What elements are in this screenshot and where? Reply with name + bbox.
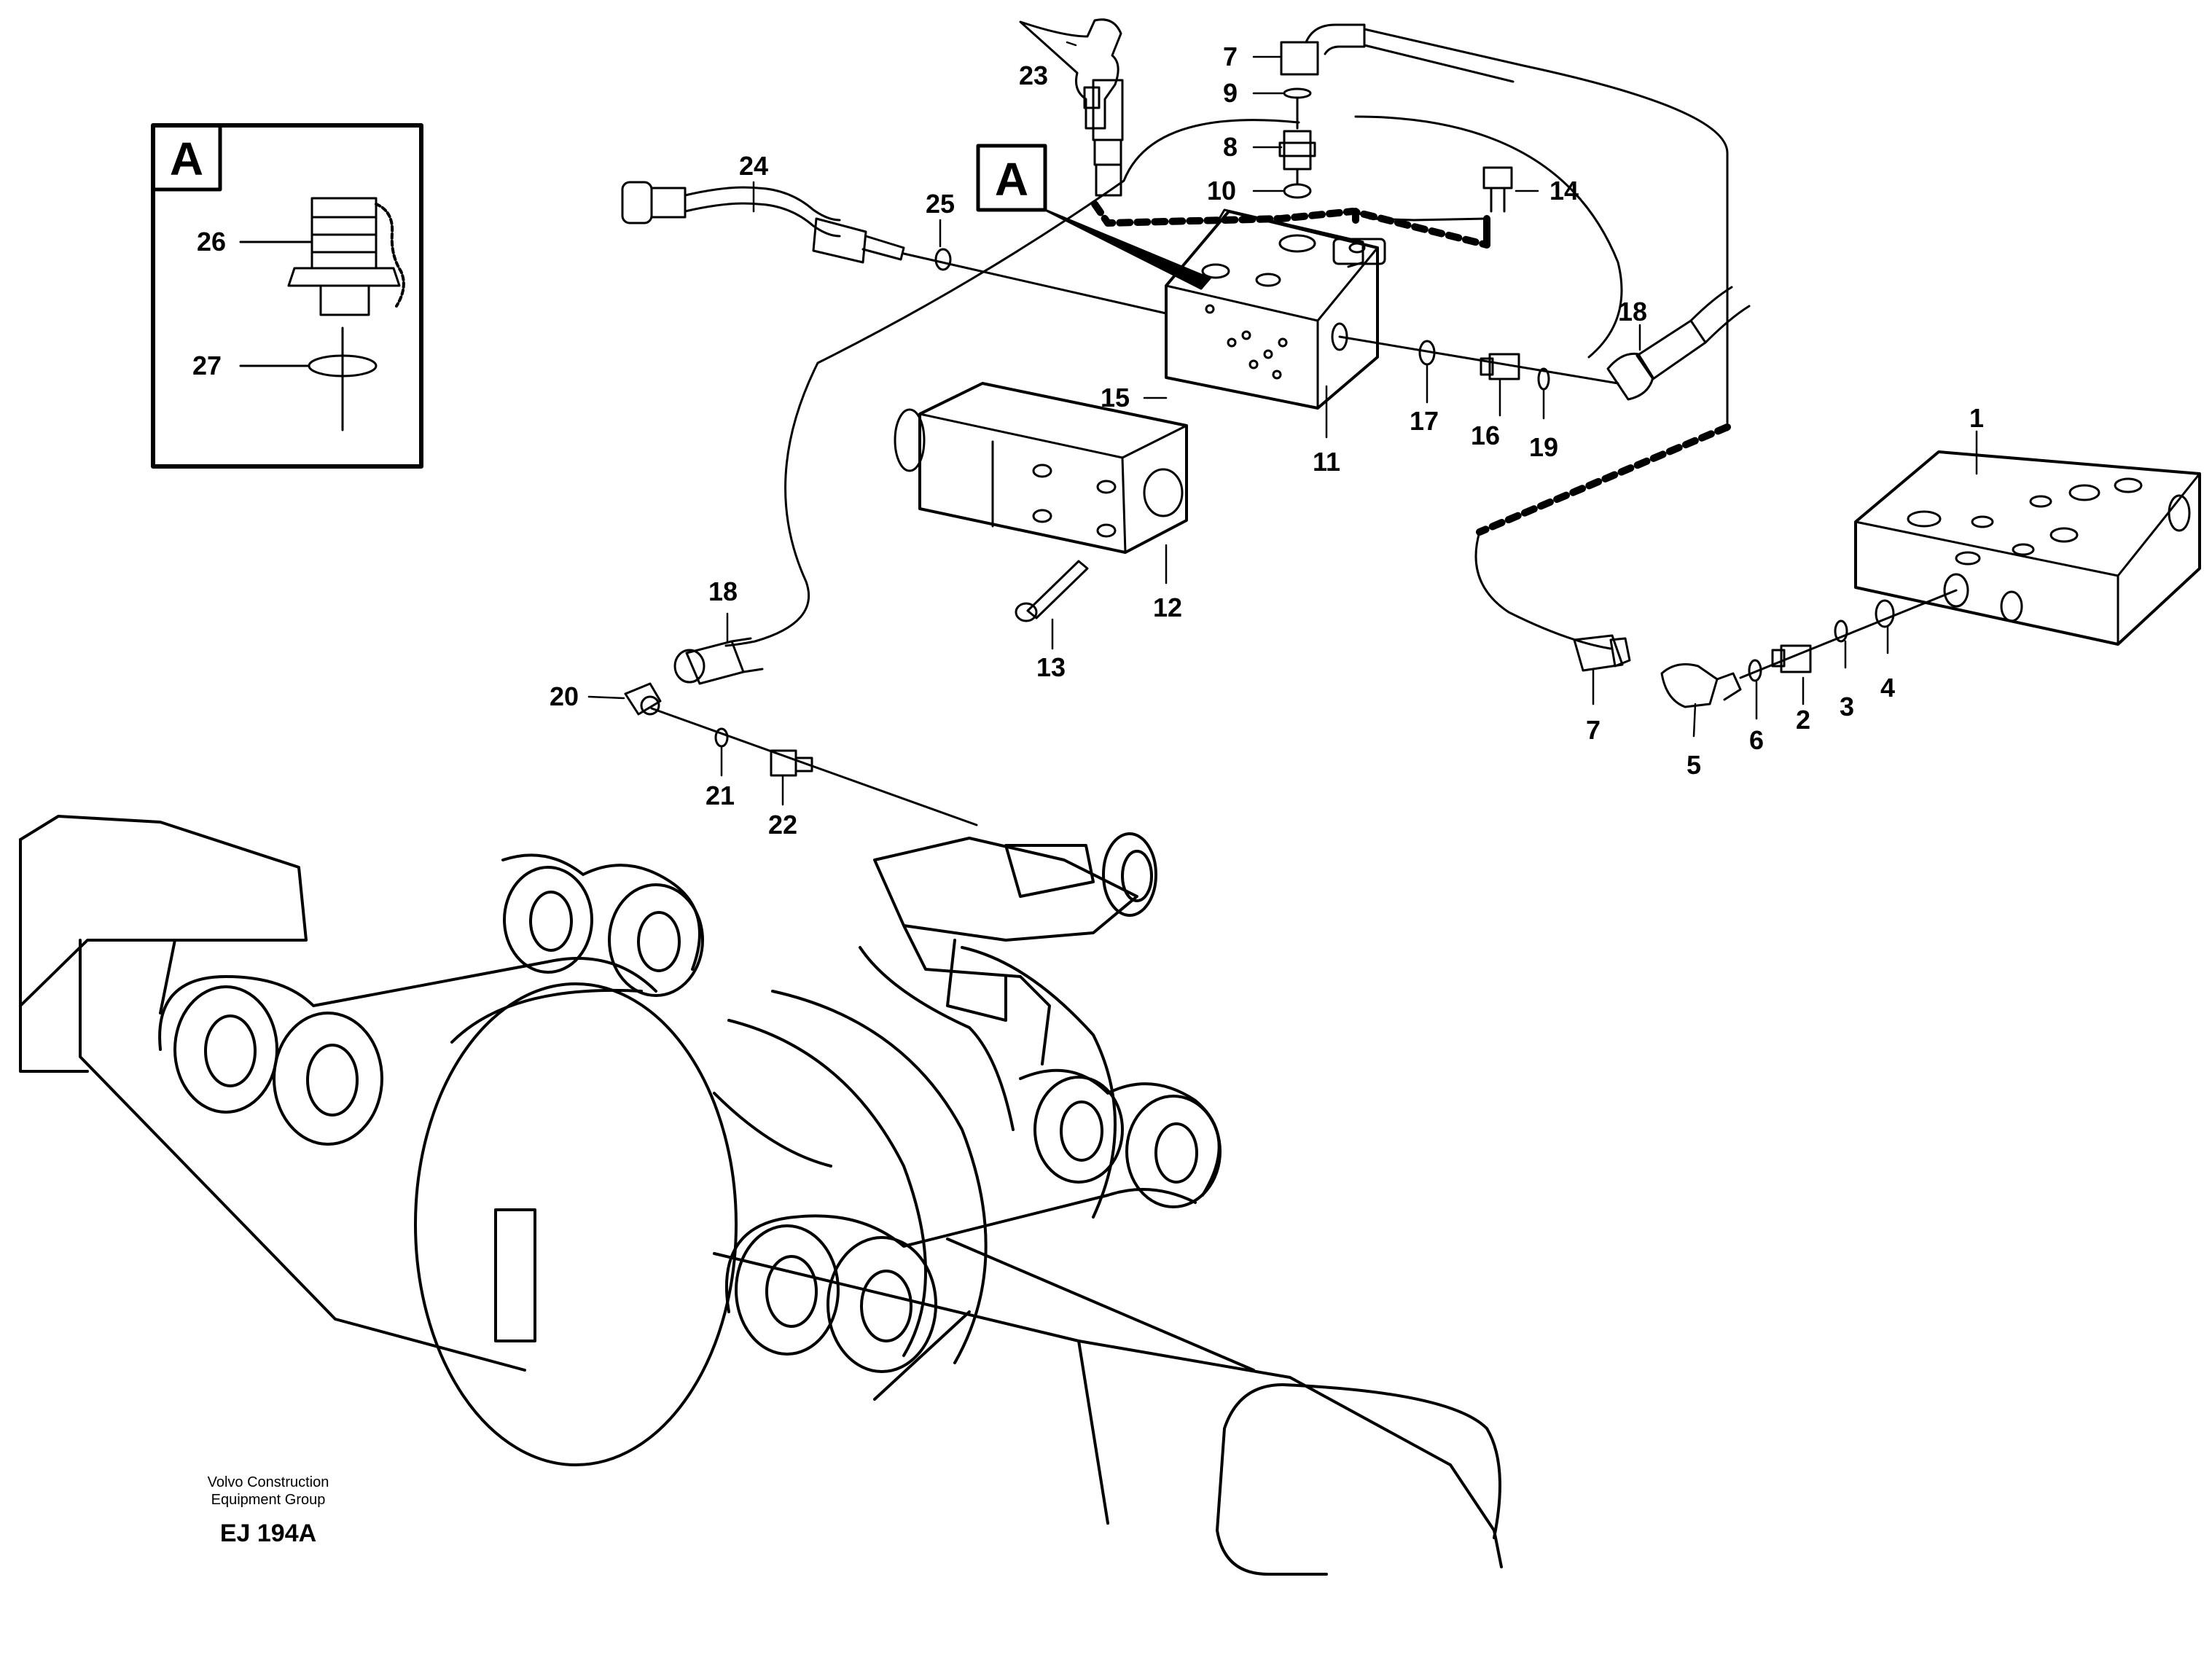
callout-7-upper: 7 [1222, 42, 1238, 71]
callout-26: 26 [196, 227, 227, 257]
washer-10 [1283, 183, 1312, 199]
callout-16: 16 [1470, 421, 1501, 450]
callout-27: 27 [192, 351, 222, 380]
hose-24 [621, 181, 905, 264]
o-ring-9 [1283, 87, 1312, 99]
adapter-16 [1480, 353, 1520, 380]
callout-6: 6 [1748, 725, 1764, 755]
o-ring-21 [714, 727, 729, 748]
callout-1: 1 [1969, 403, 1985, 433]
hose-18-lower [673, 637, 764, 685]
valve-block-11 [1165, 208, 1386, 410]
callout-18-upper: 18 [1617, 297, 1648, 326]
callout-18-lower: 18 [708, 576, 738, 606]
callout-11: 11 [1312, 447, 1341, 477]
view-marker-a [976, 144, 1211, 290]
detail-view-letter: A [169, 133, 204, 185]
callout-24: 24 [738, 151, 769, 181]
o-ring-3 [1834, 619, 1848, 643]
callout-10: 10 [1206, 176, 1237, 206]
callout-9: 9 [1222, 78, 1238, 108]
callout-15: 15 [1100, 383, 1130, 412]
elbow-20 [624, 682, 662, 716]
callout-8: 8 [1222, 132, 1238, 162]
callout-3: 3 [1839, 692, 1855, 722]
washer-4 [1875, 599, 1895, 628]
elbow-5 [1660, 663, 1742, 708]
valve-block-1 [1854, 450, 2201, 646]
elbow-fitting-7-top [1280, 23, 1525, 83]
view-marker-letter: A [994, 153, 1029, 206]
callout-23: 23 [1018, 60, 1049, 90]
callout-12: 12 [1152, 593, 1183, 622]
callout-2: 2 [1795, 705, 1811, 735]
callout-21: 21 [705, 781, 735, 810]
callout-25: 25 [925, 189, 955, 219]
adapter-8 [1278, 130, 1316, 171]
quick-coupling-26 [287, 197, 405, 316]
callout-4: 4 [1880, 673, 1896, 703]
callout-13: 13 [1036, 652, 1066, 682]
hose-7-lower [1573, 634, 1631, 672]
bolt-13 [1015, 560, 1089, 622]
tee-fitting-23 [1019, 18, 1124, 197]
credit-line-2: Equipment Group [211, 1492, 326, 1508]
callout-20: 20 [549, 681, 579, 711]
leader-lines [587, 41, 1978, 806]
detail-view-a [151, 123, 423, 469]
bolt-14 [1482, 166, 1513, 213]
callout-14: 14 [1549, 176, 1579, 206]
credit-line-1: Volvo Construction [207, 1474, 329, 1490]
washer-25 [934, 248, 952, 271]
solenoid-valve-12 [894, 382, 1188, 554]
axle-assembly [19, 815, 1503, 1576]
callout-22: 22 [767, 810, 798, 840]
callout-5: 5 [1686, 750, 1702, 780]
drawing-code: EJ 194A [219, 1520, 317, 1547]
callout-19: 19 [1528, 432, 1559, 462]
adapter-2 [1771, 644, 1812, 673]
callout-7-lower: 7 [1585, 715, 1601, 745]
callout-17: 17 [1409, 406, 1439, 436]
